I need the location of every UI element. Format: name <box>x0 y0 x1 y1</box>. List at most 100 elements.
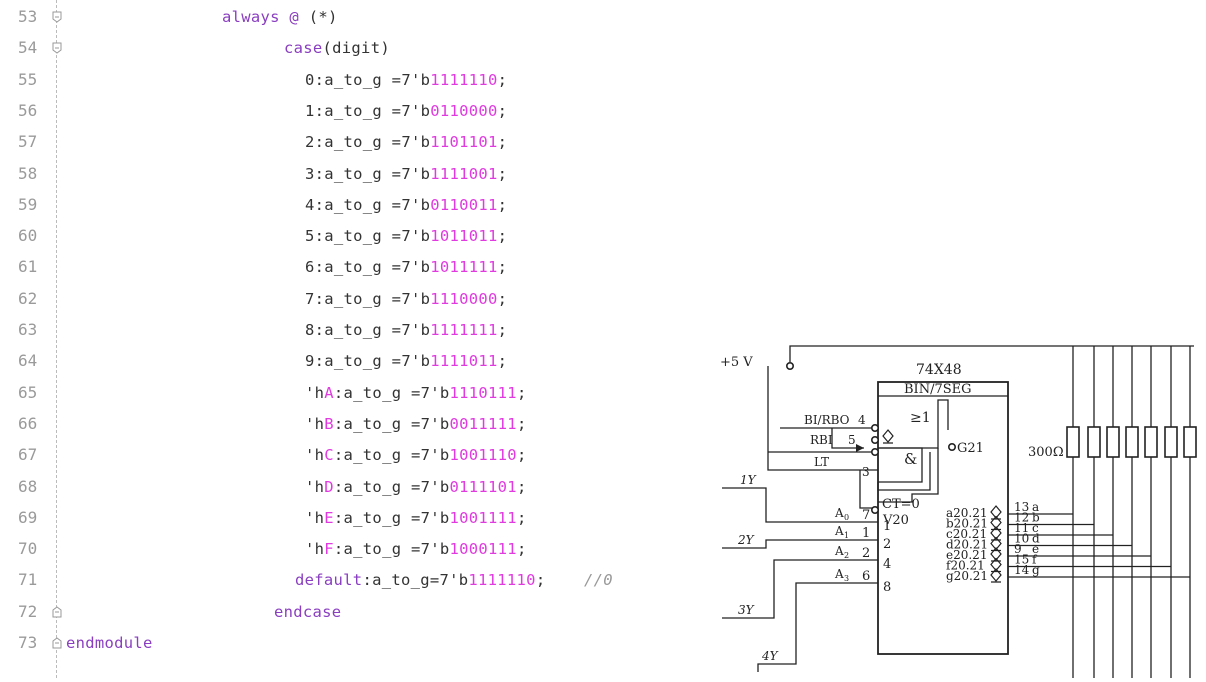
segment-label: g <box>1032 563 1040 577</box>
g21-label: G21 <box>957 441 984 456</box>
binary-literal: 1111001 <box>430 164 498 183</box>
segment-label: d <box>1032 532 1040 546</box>
code-token: ; <box>516 446 527 465</box>
segment-label: f <box>1032 553 1038 567</box>
resistor <box>1087 426 1101 458</box>
code-text: 5:a_to_g =7'b1011011; <box>305 225 507 247</box>
output-name: f20.21 <box>946 559 985 573</box>
fold-collapse-icon[interactable] <box>52 11 62 23</box>
segment-label: a <box>1032 500 1039 514</box>
input-1y <box>722 487 878 523</box>
line-number: 56 <box>18 100 38 120</box>
output-diamond-icon <box>990 515 1002 531</box>
keyword: endmodule <box>66 634 153 652</box>
code-token: :a_to_g =7'b <box>333 414 450 433</box>
code-token: (*) <box>308 8 338 26</box>
output-diamond-icon <box>990 505 1002 520</box>
g21-inversion <box>948 443 957 452</box>
line-number: 58 <box>18 163 38 183</box>
fold-guide <box>56 0 57 678</box>
line-number: 66 <box>18 413 38 433</box>
line-number: 59 <box>18 194 38 214</box>
input-source-label: 3Y <box>738 603 755 617</box>
output-pin-number: 15 <box>1014 553 1029 567</box>
code-line[interactable]: 56 1:a_to_g =7'b0110000; <box>0 100 700 131</box>
line-number: 62 <box>18 288 38 308</box>
binary-literal: 1111110 <box>468 571 536 590</box>
code-line[interactable]: 70 'hF:a_to_g =7'b1000111; <box>0 538 700 569</box>
binary-literal: 1111111 <box>430 321 498 339</box>
code-token: ; <box>535 571 584 590</box>
code-line[interactable]: 58 3:a_to_g =7'b1111001; <box>0 163 700 194</box>
control-pin-bubble <box>871 436 880 445</box>
control-pin-number: 4 <box>858 413 866 427</box>
code-token: ; <box>516 508 527 527</box>
code-token: 6:a_to_g =7'b <box>305 258 431 277</box>
code-line[interactable]: 72 endcase <box>0 601 700 632</box>
segment-label: e <box>1032 542 1039 556</box>
supply-terminal <box>786 361 795 370</box>
code-token: 1:a_to_g =7'b <box>305 101 431 120</box>
code-token: ; <box>516 414 527 433</box>
code-line[interactable]: 66 'hB:a_to_g =7'b0011111; <box>0 413 700 444</box>
fold-collapse-icon[interactable] <box>52 42 62 54</box>
output-name: c20.21 <box>946 527 987 541</box>
code-line[interactable]: 67'hC:a_to_g =7'b1001110; <box>0 444 700 475</box>
code-token: 'h <box>305 446 325 465</box>
binary-literal: 1001111 <box>449 508 517 527</box>
code-token: ; <box>497 70 508 89</box>
code-token: ; <box>497 164 508 183</box>
output-name: a20.21 <box>946 506 988 520</box>
code-text: 'hB:a_to_g =7'b0011111; <box>305 413 527 435</box>
line-number: 61 <box>18 257 38 277</box>
code-text: 1:a_to_g =7'b0110000; <box>305 100 507 122</box>
code-token: ; <box>497 258 508 277</box>
code-text: endcase <box>274 601 341 623</box>
code-text: 'hC:a_to_g =7'b1001110; <box>305 444 527 466</box>
binary-literal: 1000111 <box>449 540 517 559</box>
binary-literal: 1101101 <box>430 133 498 152</box>
code-line[interactable]: 65'hA:a_to_g =7'b1110111; <box>0 382 700 413</box>
fold-end-icon[interactable] <box>52 637 62 649</box>
fold-end-icon[interactable] <box>52 606 62 618</box>
binary-literal: 0011111 <box>449 414 517 433</box>
resistor <box>1106 426 1120 458</box>
code-text: 'hA:a_to_g =7'b1110111; <box>305 382 527 404</box>
code-line[interactable]: 68'hD:a_to_g =7'b0111101; <box>0 476 700 507</box>
line-number: 72 <box>18 601 38 621</box>
code-text: 'hF:a_to_g =7'b1000111; <box>305 538 527 560</box>
input-source-label: 4Y <box>761 649 779 663</box>
line-number: 70 <box>18 539 38 559</box>
input-source-label: 1Y <box>740 473 757 487</box>
output-diamond-icon <box>990 526 1002 541</box>
chip-name: 74X48 <box>916 362 962 378</box>
code-token: ; <box>497 101 508 120</box>
output-diamond-icon <box>990 557 1002 573</box>
line-number: 68 <box>18 476 38 496</box>
input-weight: 2 <box>883 537 891 552</box>
binary-literal: 1111110 <box>430 70 498 89</box>
code-line[interactable]: 69'hE:a_to_g =7'b1001111; <box>0 507 700 538</box>
code-token: ; <box>497 352 508 371</box>
v20-label: V20 <box>882 513 909 528</box>
output-diamond-icon <box>990 568 1002 583</box>
output-pin-number: 9 <box>1014 542 1022 556</box>
code-token: 3:a_to_g =7'b <box>305 164 431 183</box>
keyword: default <box>295 571 363 590</box>
control-pin-label: LT <box>814 455 829 469</box>
code-token: 'h <box>305 414 325 433</box>
